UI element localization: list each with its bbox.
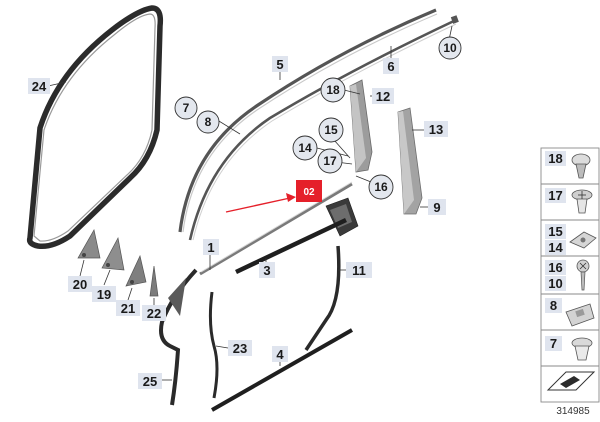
label-7-text: 7	[183, 101, 190, 115]
part-4-lower-strip[interactable]	[211, 328, 353, 412]
label-10-text: 10	[443, 41, 457, 55]
fastener-legend: 18 17 15 14 16 10	[540, 147, 600, 403]
label-12-text: 12	[376, 89, 390, 104]
part-5-6-roof-moulding[interactable]	[178, 8, 459, 241]
label-6[interactable]: 6	[383, 58, 399, 74]
label-1-text: 1	[207, 240, 214, 255]
label-6-text: 6	[387, 59, 394, 74]
label-16-text: 16	[374, 180, 388, 194]
legend-10-text: 10	[548, 276, 562, 291]
part-24-door-seal[interactable]	[26, 5, 164, 250]
label-14-text: 14	[298, 141, 312, 155]
clip-nut-icon	[569, 231, 597, 249]
diagram-number: 314985	[556, 406, 590, 417]
legend-14-text: 14	[548, 240, 563, 255]
legend-7-text: 7	[550, 336, 557, 351]
label-11-text: 11	[352, 263, 366, 278]
label-21-text: 21	[121, 301, 135, 316]
part-11-seal[interactable]	[304, 245, 341, 351]
label-17-text: 17	[323, 154, 337, 168]
legend-17-text: 17	[548, 188, 562, 203]
slide-clip-icon	[565, 303, 595, 327]
label-15[interactable]: 15	[318, 117, 344, 143]
label-24[interactable]: 24	[28, 78, 50, 94]
expansion-rivet-icon	[571, 189, 593, 214]
label-19[interactable]: 19	[92, 286, 116, 302]
leader-lines	[47, 25, 453, 381]
label-18-text: 18	[326, 83, 340, 97]
part-22-trim[interactable]	[149, 265, 159, 297]
label-13-text: 13	[429, 122, 443, 137]
part-16-bracket[interactable]	[325, 197, 359, 237]
label-11[interactable]: 11	[346, 262, 372, 278]
label-20[interactable]: 20	[68, 276, 92, 292]
part-1-strip[interactable]	[199, 181, 353, 276]
label-24-text: 24	[32, 79, 47, 94]
screw-icon	[576, 259, 590, 291]
label-15-text: 15	[324, 123, 338, 137]
grommet-icon	[571, 337, 593, 361]
label-20-text: 20	[73, 277, 87, 292]
label-10[interactable]: 10	[438, 36, 462, 60]
label-17[interactable]: 17	[317, 148, 343, 174]
part-23-seal[interactable]	[208, 291, 219, 399]
legend-15-text: 15	[548, 224, 562, 239]
label-8-text: 8	[205, 115, 212, 129]
label-3-text: 3	[263, 263, 270, 278]
highlight-callout[interactable]: 02	[225, 180, 322, 213]
label-4-text: 4	[276, 347, 284, 362]
label-19-text: 19	[97, 287, 111, 302]
part-13-pillar-trim[interactable]	[397, 107, 423, 215]
part-3-channel-strip[interactable]	[235, 217, 347, 275]
label-9-text: 9	[433, 200, 440, 215]
label-16[interactable]: 16	[368, 174, 394, 200]
highlight-badge-text: 02	[303, 187, 315, 198]
label-5[interactable]: 5	[272, 56, 288, 72]
highlight-badge	[296, 180, 322, 202]
label-3[interactable]: 3	[259, 262, 275, 278]
part-25-triangle-seal[interactable]	[159, 268, 198, 406]
label-9[interactable]: 9	[428, 199, 446, 215]
label-13[interactable]: 13	[424, 121, 448, 137]
label-22[interactable]: 22	[142, 305, 166, 321]
label-1[interactable]: 1	[203, 239, 219, 255]
label-7[interactable]: 7	[174, 96, 198, 120]
label-5-text: 5	[276, 57, 283, 72]
label-21[interactable]: 21	[116, 300, 140, 316]
label-22-text: 22	[147, 306, 161, 321]
part-21-trim[interactable]	[125, 254, 147, 287]
legend-18-text: 18	[548, 151, 562, 166]
label-23-text: 23	[233, 341, 247, 356]
label-14[interactable]: 14	[292, 135, 318, 161]
label-23[interactable]: 23	[228, 340, 252, 356]
label-12[interactable]: 12	[372, 88, 394, 104]
part-19-trim[interactable]	[101, 236, 125, 271]
legend-8-text: 8	[550, 298, 557, 313]
label-8[interactable]: 8	[196, 110, 220, 134]
label-4[interactable]: 4	[272, 346, 288, 362]
label-25-text: 25	[143, 374, 157, 389]
legend-16-text: 16	[548, 260, 562, 275]
push-clip-icon	[571, 153, 591, 179]
chevron-arrow-icon	[546, 371, 596, 391]
label-18[interactable]: 18	[320, 77, 346, 103]
part-20-trim[interactable]	[77, 229, 101, 259]
part-12-pillar-trim[interactable]	[349, 79, 373, 173]
label-25[interactable]: 25	[138, 373, 162, 389]
